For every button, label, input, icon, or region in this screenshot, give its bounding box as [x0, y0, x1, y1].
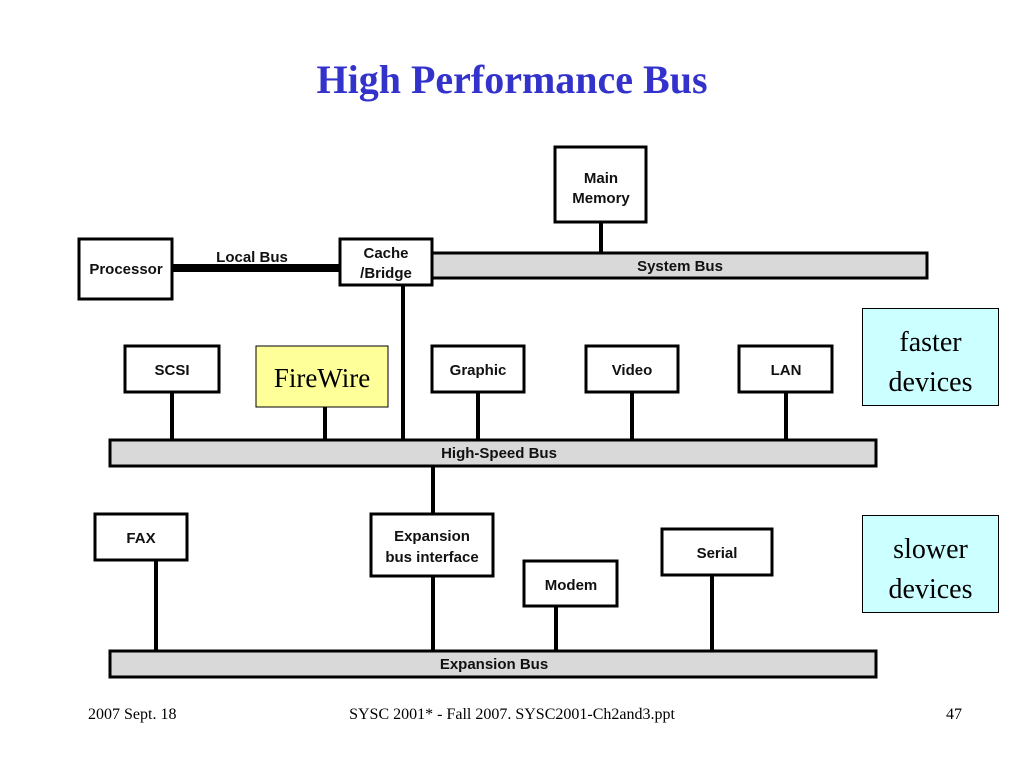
- footer-page-number: 47: [946, 706, 962, 723]
- fax-box: [93, 512, 189, 562]
- graphic-box: [430, 344, 526, 394]
- footer-course: SYSC 2001* - Fall 2007. SYSC2001-Ch2and3…: [349, 706, 675, 723]
- system-bus-label: System Bus: [637, 258, 723, 275]
- video-label: Video: [612, 362, 653, 379]
- firewire-label: FireWire: [274, 363, 370, 393]
- serial-label: Serial: [697, 545, 738, 562]
- faster-devices-callout: faster devices: [862, 308, 999, 406]
- cache-bridge-label-line2: /Bridge: [360, 265, 412, 282]
- main-memory-label-line1: Main: [584, 170, 618, 187]
- cache-bridge-label-line1: Cache: [363, 245, 408, 262]
- faster-callout-line1: faster: [899, 327, 962, 358]
- faster-callout-line2: devices: [888, 367, 973, 398]
- system-bus: [430, 251, 929, 280]
- expansion-bus-interface-box: [369, 512, 495, 578]
- slower-callout-line1: slower: [893, 534, 968, 565]
- main-memory-label-line2: Memory: [572, 190, 630, 207]
- processor-box: [77, 237, 174, 301]
- processor-label: Processor: [89, 261, 163, 278]
- slower-callout-line2: devices: [888, 574, 973, 605]
- modem-label: Modem: [545, 577, 598, 594]
- expansion-bus-label: Expansion Bus: [440, 656, 548, 673]
- expansion-bus: [108, 649, 878, 679]
- main-memory-box: [553, 145, 648, 224]
- local-bus-label: Local Bus: [216, 249, 288, 266]
- lan-box: [737, 344, 834, 394]
- lan-label: LAN: [771, 362, 802, 379]
- expansion-interface-label-line1: Expansion: [394, 528, 470, 545]
- slide-title: High Performance Bus: [316, 57, 708, 102]
- high-speed-bus: [108, 438, 878, 468]
- expansion-interface-label-line2: bus interface: [385, 549, 478, 566]
- fax-label: FAX: [126, 530, 155, 547]
- firewire-box: [255, 345, 389, 408]
- cache-bridge-box: [338, 237, 434, 287]
- scsi-label: SCSI: [154, 362, 189, 379]
- graphic-label: Graphic: [450, 362, 507, 379]
- scsi-box: [123, 344, 221, 394]
- footer-date: 2007 Sept. 18: [88, 706, 177, 723]
- high-speed-bus-label: High-Speed Bus: [441, 445, 557, 462]
- video-box: [584, 344, 680, 394]
- modem-box: [522, 559, 619, 608]
- serial-box: [660, 527, 774, 577]
- slower-devices-callout: slower devices: [862, 515, 999, 613]
